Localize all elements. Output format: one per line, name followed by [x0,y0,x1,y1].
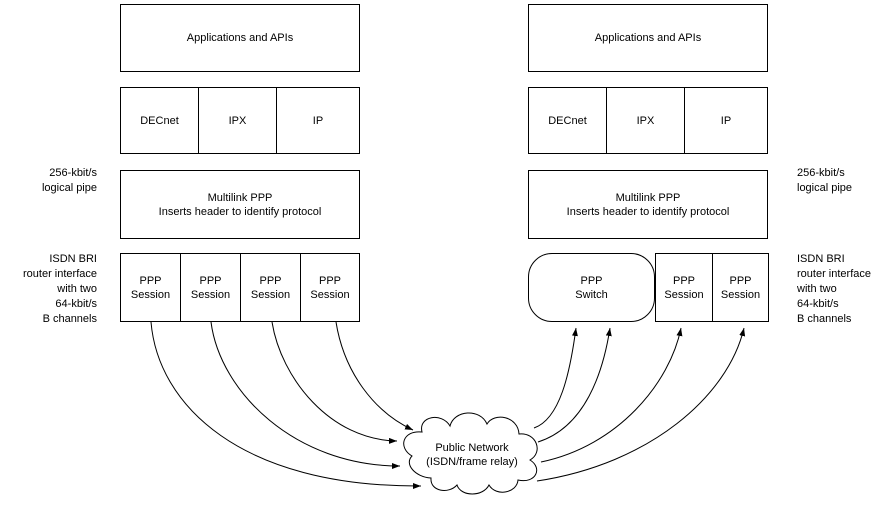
right-ppp-session-2: PPP Session [713,254,768,321]
arrow-cloud-to-switch-1 [533,327,578,429]
right-ppp-session-1-label: PPP Session [664,274,704,301]
right-sessions-row: PPP Session PPP Session [655,253,769,322]
arrow-cloud-to-session2 [536,327,746,482]
left-applications-box: Applications and APIs [120,4,360,72]
left-protocol-decnet-label: DECnet [140,114,179,127]
left-multilink-label: Multilink PPP Inserts header to identify… [158,191,322,218]
public-network-cloud [403,412,538,495]
right-applications-label: Applications and APIs [594,32,702,44]
left-protocol-ipx: IPX [199,88,277,153]
right-multilink-box: Multilink PPP Inserts header to identify… [528,170,768,239]
right-protocols-row: DECnet IPX IP [528,87,768,154]
left-applications-label: Applications and APIs [186,32,294,44]
left-isdn-label: ISDN BRI router interface with two 64-kb… [23,253,97,325]
cloud-label: Public Network (ISDN/frame relay) [426,442,518,468]
right-protocol-ip: IP [685,88,767,153]
left-ppp-session-3-label: PPP Session [250,274,291,301]
right-applications-box: Applications and APIs [528,4,768,72]
right-ppp-session-2-label: PPP Session [720,274,761,301]
right-protocol-decnet: DECnet [529,88,607,153]
left-ppp-session-4: PPP Session [301,254,359,321]
arrow-cloud-to-session1 [540,327,683,463]
left-ppp-session-1-label: PPP Session [130,274,171,301]
left-ppp-session-3: PPP Session [241,254,301,321]
arrow-cloud-to-switch-2 [537,327,612,443]
right-protocol-ip-label: IP [720,114,732,127]
arrow-left-session2-to-cloud [210,321,401,469]
left-protocols-row: DECnet IPX IP [120,87,360,154]
left-protocol-ip: IP [277,88,359,153]
left-protocol-ipx-label: IPX [228,114,247,127]
ppp-switch-box: PPP Switch [528,253,655,322]
left-ppp-session-2-label: PPP Session [190,274,231,301]
arrow-left-session1-to-cloud [150,321,422,490]
right-pipe-label: 256-kbit/s logical pipe [797,167,853,194]
left-multilink-box: Multilink PPP Inserts header to identify… [120,170,360,239]
right-protocol-ipx: IPX [607,88,685,153]
left-ppp-session-1: PPP Session [121,254,181,321]
left-sessions-row: PPP Session PPP Session PPP Session PPP … [120,253,360,322]
right-protocol-ipx-label: IPX [636,114,655,127]
right-multilink-label: Multilink PPP Inserts header to identify… [566,191,730,218]
left-protocol-ip-label: IP [312,114,324,127]
left-protocol-decnet: DECnet [121,88,199,153]
right-ppp-session-1: PPP Session [656,254,713,321]
right-isdn-label: ISDN BRI router interface with two 64-kb… [797,253,871,325]
right-protocol-decnet-label: DECnet [548,114,587,127]
left-ppp-session-4-label: PPP Session [310,274,350,301]
arrow-left-session4-to-cloud [335,321,414,431]
arrow-left-session3-to-cloud [271,321,398,444]
left-ppp-session-2: PPP Session [181,254,241,321]
left-pipe-label: 256-kbit/s logical pipe [41,167,97,194]
ppp-switch-label: PPP Switch [575,274,608,301]
